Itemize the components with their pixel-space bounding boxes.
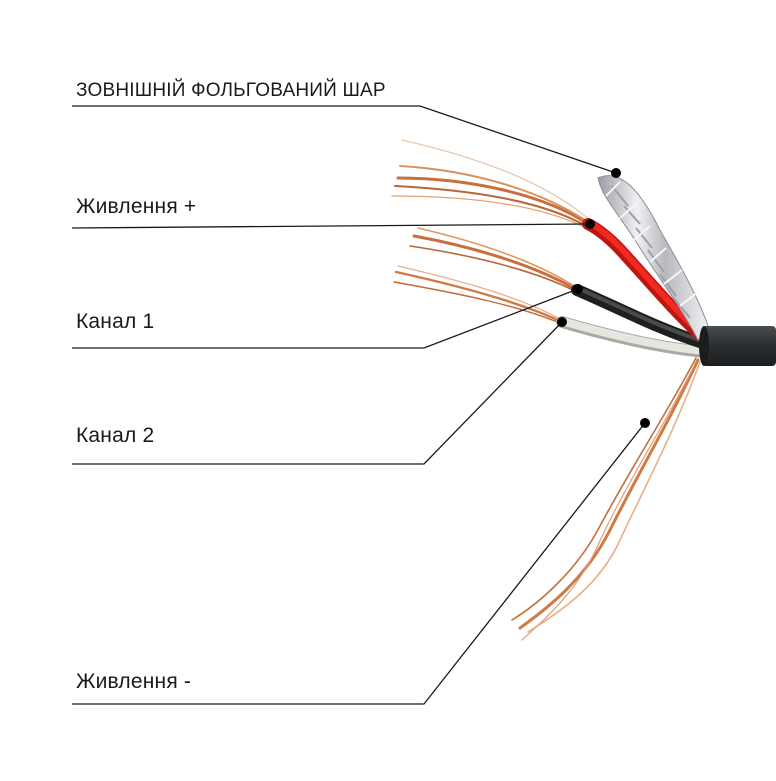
copper-strands-middle [409, 227, 579, 293]
marker-dots [557, 168, 650, 428]
marker-dot-foil [611, 168, 621, 178]
marker-dot-channel-1 [573, 284, 583, 294]
marker-dot-channel-2 [557, 317, 567, 327]
leader-line-power-plus [71, 223, 591, 229]
foil-shield [597, 175, 711, 341]
leader-line-foil [72, 105, 617, 174]
copper-strands-lower [393, 265, 564, 325]
label-outer-foil-layer: Зовнішній фольгований шар [76, 80, 386, 101]
label-channel-1: Канал 1 [76, 310, 155, 333]
leader-line-channel-1 [72, 288, 579, 349]
label-power-plus: Живлення + [76, 195, 197, 218]
marker-dot-power-plus [585, 219, 595, 229]
leader-line-channel-2 [72, 321, 563, 465]
insulated-wires [556, 218, 712, 358]
cable-jacket [699, 326, 776, 366]
label-power-minus: Живлення - [76, 670, 192, 693]
copper-strands-ground [511, 357, 701, 641]
marker-dot-power-minus [640, 418, 650, 428]
copper-strands-top [391, 139, 591, 229]
label-channel-2: Канал 2 [76, 424, 155, 447]
leader-line-power-minus [72, 422, 646, 705]
leader-lines [71, 105, 646, 705]
